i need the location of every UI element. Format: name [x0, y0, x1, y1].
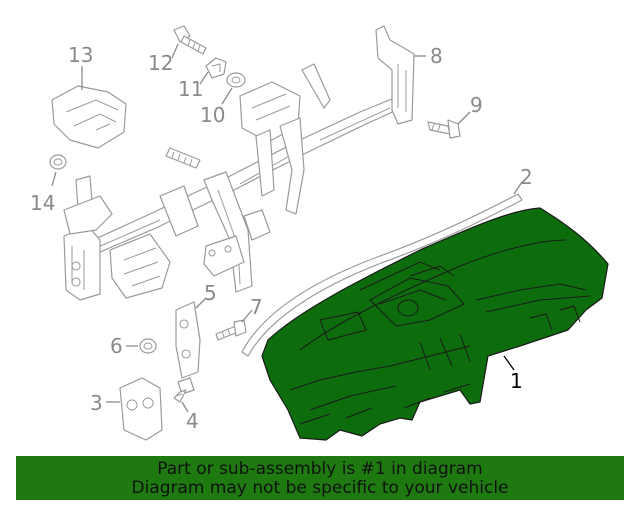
- part-11-clip: [205, 57, 227, 79]
- part-5-bracket: [175, 301, 201, 379]
- callout-9: 9: [470, 93, 483, 117]
- part-3-bracket: [119, 377, 163, 441]
- callout-4: 4: [186, 409, 199, 433]
- callout-10: 10: [200, 103, 225, 127]
- callout-1: 1: [510, 369, 523, 393]
- banner-line-1: Part or sub-assembly is #1 in diagram: [157, 459, 483, 479]
- leader-1: [503, 355, 515, 371]
- leader-5: [195, 297, 207, 309]
- part-10-washer: [226, 72, 246, 88]
- callout-6: 6: [110, 334, 123, 358]
- leader-11: [199, 71, 209, 85]
- leader-7: [241, 309, 253, 323]
- notice-banner: Part or sub-assembly is #1 in diagram Di…: [16, 456, 624, 500]
- part-14-nut: [49, 154, 67, 170]
- part-1-instrument-panel: [261, 207, 609, 441]
- leader-14: [51, 171, 57, 187]
- callout-11: 11: [178, 77, 203, 101]
- banner-line-2: Diagram may not be specific to your vehi…: [131, 478, 509, 498]
- callout-14: 14: [30, 191, 55, 215]
- part-7-bolt: [215, 319, 247, 341]
- part-2-weatherstrip: [241, 193, 523, 357]
- part-12-bolt: [173, 25, 207, 55]
- leader-10: [221, 87, 233, 105]
- callout-5: 5: [204, 281, 217, 305]
- part-13-bracket: [51, 85, 127, 149]
- part-4-bolt: [173, 377, 195, 403]
- parts-diagram: 13 12 11 10 14: [30, 25, 609, 441]
- leader-2: [513, 181, 523, 195]
- callout-12: 12: [148, 51, 173, 75]
- part-9-bolt: [427, 119, 461, 139]
- cross-car-beam: [63, 25, 415, 301]
- leader-12: [171, 43, 179, 59]
- leader-9: [457, 111, 471, 125]
- callout-13: 13: [68, 43, 93, 67]
- callout-3: 3: [90, 391, 103, 415]
- part-6-nut: [139, 338, 157, 354]
- callout-2: 2: [520, 165, 533, 189]
- callout-7: 7: [250, 295, 263, 319]
- callout-8: 8: [430, 44, 443, 68]
- leader-4: [181, 401, 189, 413]
